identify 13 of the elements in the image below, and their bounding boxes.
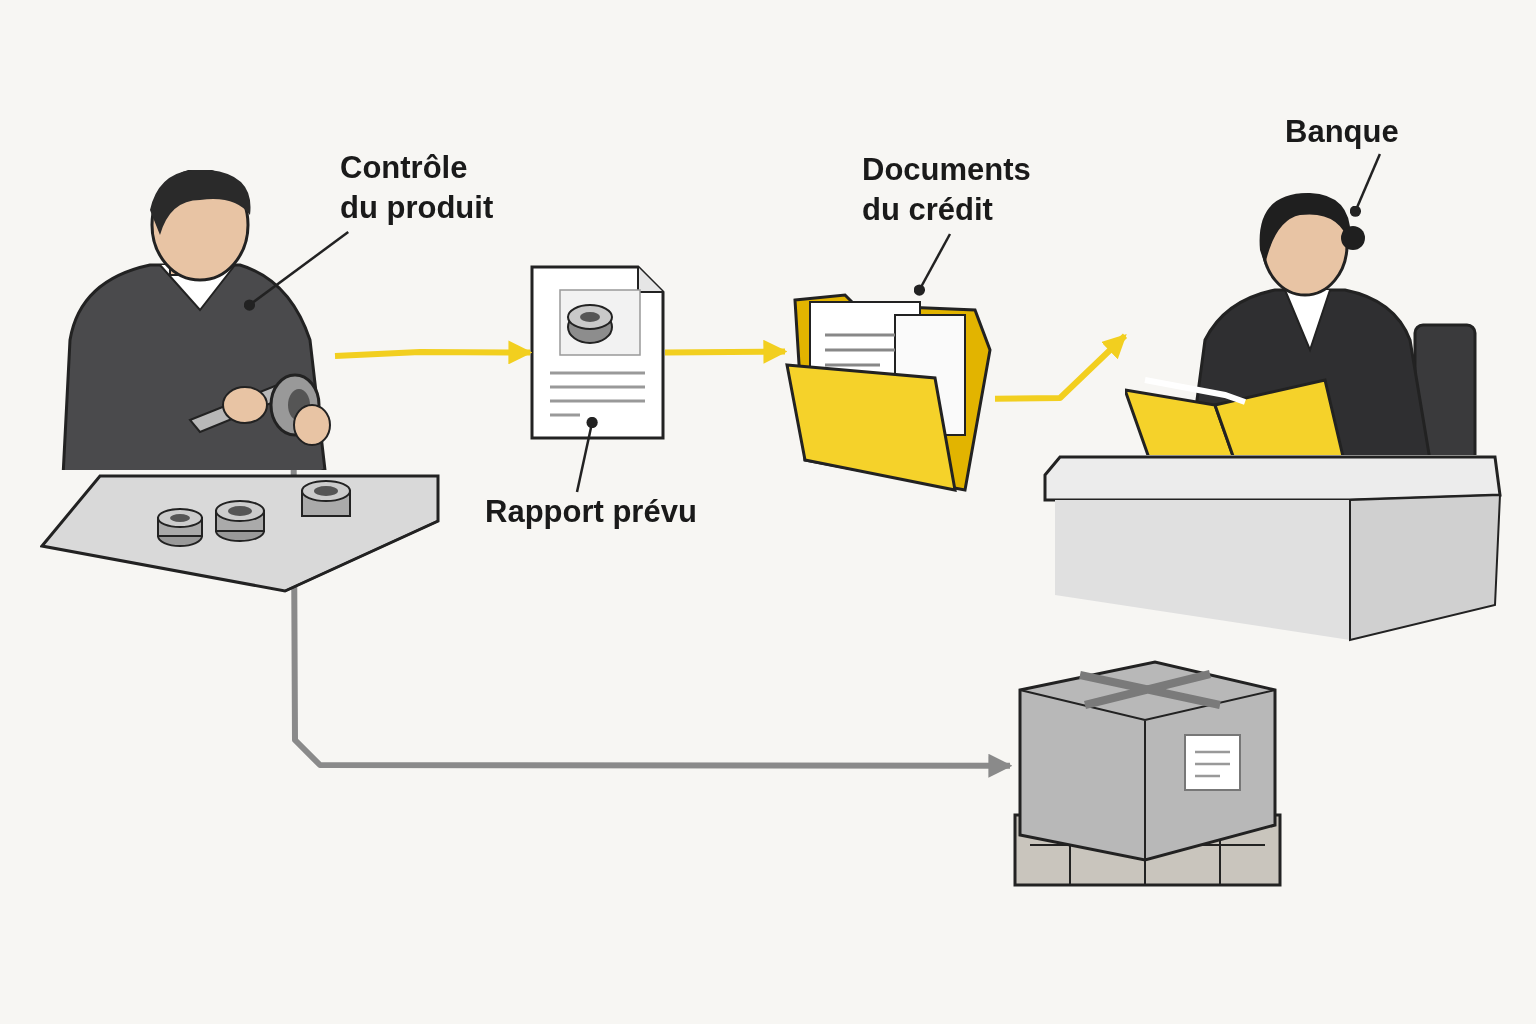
report-document-icon: [530, 265, 665, 440]
leader-line: [913, 233, 952, 296]
label-text: Contrôle du produit: [340, 148, 505, 228]
arrow: [290, 470, 1013, 778]
leader-line: [1349, 153, 1382, 217]
leader-line: [243, 231, 349, 311]
label-text: Rapport prévu: [485, 492, 715, 532]
arrow: [334, 340, 533, 365]
label-text: Banque: [1285, 112, 1415, 152]
arrow: [994, 333, 1128, 402]
arrow: [664, 339, 788, 364]
label-text: Documents du crédit: [862, 150, 1062, 230]
leader-line: [575, 416, 598, 493]
